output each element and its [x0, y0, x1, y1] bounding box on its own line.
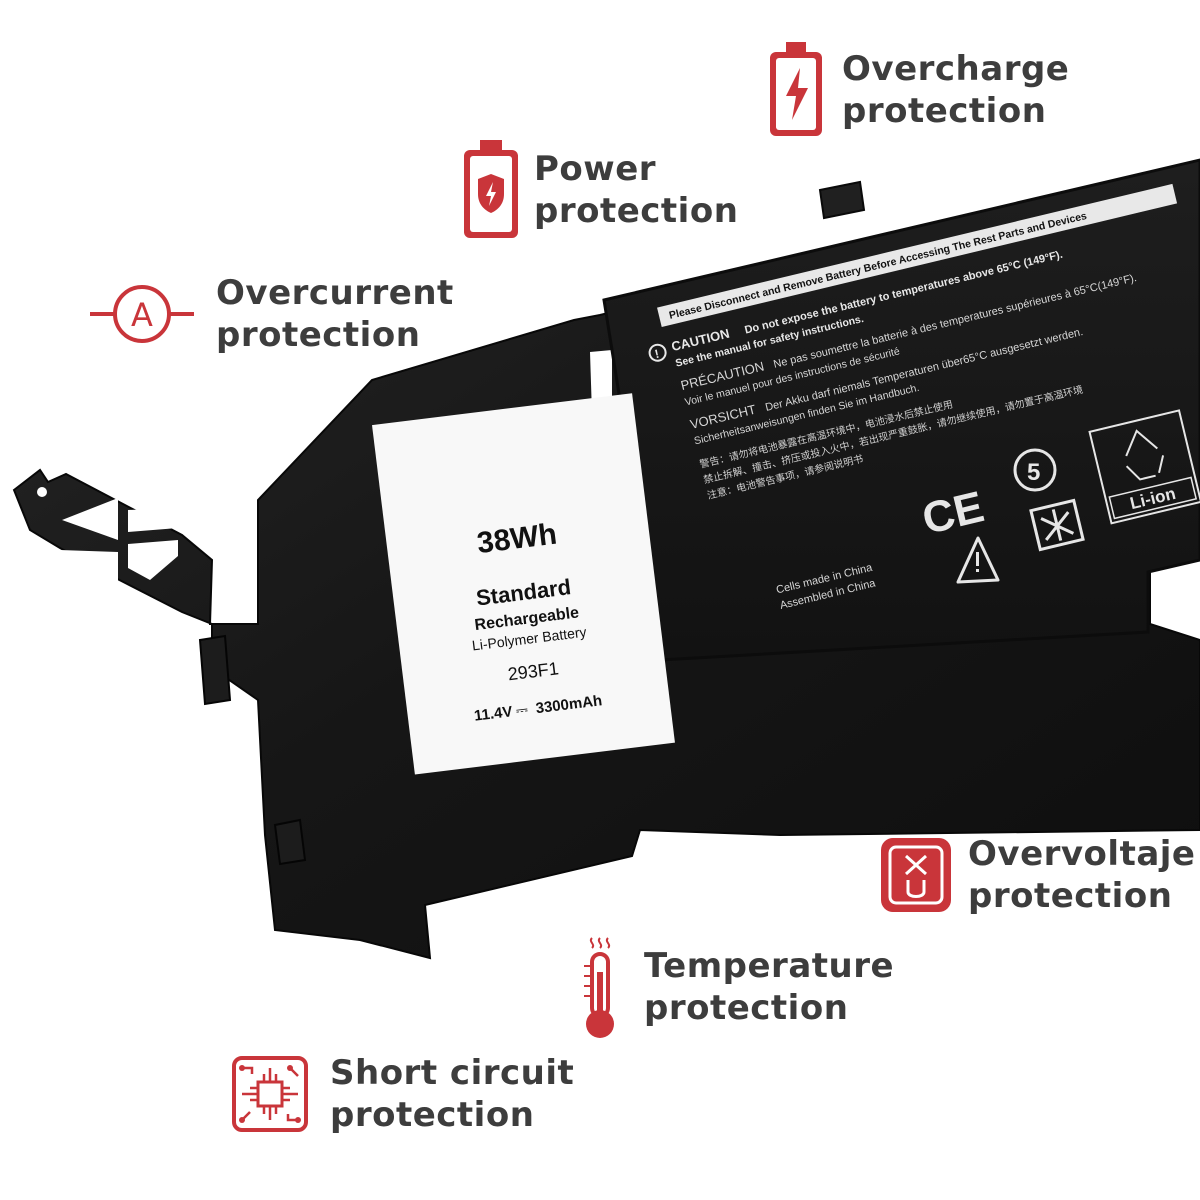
battery-label: 38Wh Standard Rechargeable Li-Polymer Ba… — [372, 393, 675, 775]
bottom-ridge — [273, 818, 307, 866]
feature-overvoltage-line2: protection — [968, 876, 1173, 916]
feature-short-circuit: Short circuit protection — [230, 1052, 574, 1136]
voltage-icon — [881, 838, 951, 912]
feature-power: Power protection — [460, 138, 738, 242]
feature-temperature: Temperature protection — [578, 932, 894, 1042]
feature-overcurrent-line1: Overcurrent — [216, 273, 454, 313]
frame-cutout — [60, 550, 118, 582]
feature-power-line1: Power — [534, 149, 657, 189]
svg-text:5: 5 — [1027, 459, 1040, 486]
bottom-ridge — [198, 634, 232, 706]
label-dc-symbol: ⎓ — [515, 700, 529, 719]
battery-bolt-icon — [770, 42, 822, 136]
feature-overcharge: Overcharge protection — [764, 40, 1069, 140]
feature-overcurrent: A Overcurrent protection — [88, 272, 454, 356]
feature-temperature-line2: protection — [644, 988, 849, 1028]
warning-exclamation-icon — [648, 343, 667, 362]
circuit-chip-icon — [232, 1056, 308, 1132]
frame-cutout — [62, 498, 118, 540]
frame-cutout — [128, 540, 178, 580]
feature-overcharge-line1: Overcharge — [842, 49, 1070, 89]
feature-overcurrent-line2: protection — [216, 315, 421, 355]
feature-overcharge-line2: protection — [842, 91, 1047, 131]
thermometer-icon — [584, 937, 614, 1038]
china-rohs-mark-icon — [1029, 498, 1085, 552]
mount-hole — [37, 487, 47, 497]
warning-exclamation-mark: ! — [653, 347, 660, 362]
warning-triangle-icon — [956, 536, 1000, 584]
certification-marks: CE 5 Li-ion — [918, 409, 1200, 584]
feature-overvoltage-line1: Overvoltaje — [968, 834, 1196, 874]
warning-header-bar — [657, 183, 1178, 328]
label-voltage: 11.4V — [473, 703, 513, 725]
feature-temperature-line1: Temperature — [644, 946, 895, 986]
battery-shield-icon — [464, 140, 518, 238]
frame-cutout — [128, 508, 178, 532]
svg-text:A: A — [131, 296, 153, 334]
label-background — [372, 393, 675, 775]
ammeter-icon: A — [90, 285, 194, 343]
feature-short-circuit-line2: protection — [330, 1095, 535, 1135]
top-clip — [818, 180, 866, 220]
feature-overvoltage: Overvoltaje protection — [878, 832, 1195, 918]
five-year-mark-icon: 5 — [1013, 448, 1057, 492]
recycle-li-ion-icon: Li-ion — [1088, 409, 1200, 525]
feature-power-line2: protection — [534, 191, 739, 231]
feature-short-circuit-line1: Short circuit — [330, 1053, 575, 1093]
